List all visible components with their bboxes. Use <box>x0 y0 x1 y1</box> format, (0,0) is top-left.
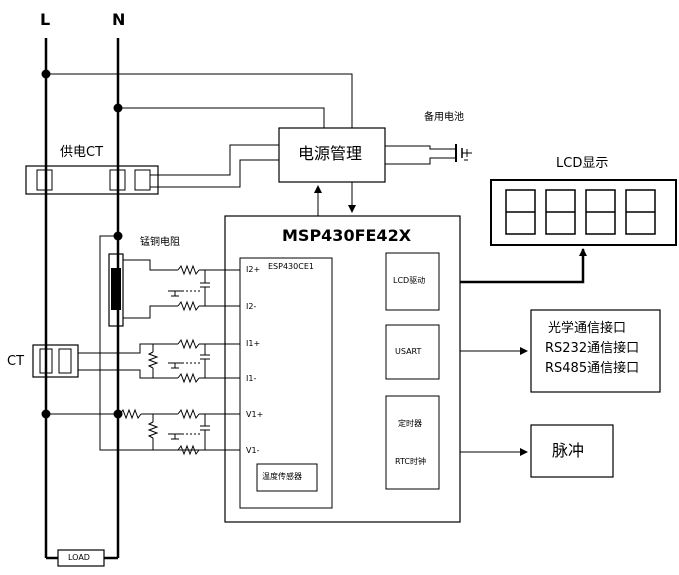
mcu-title: MSP430FE42X <box>282 226 412 245</box>
pin-v1n: V1- <box>246 446 260 455</box>
ct-label: CT <box>7 354 25 369</box>
battery-label: 备用电池 <box>424 112 464 123</box>
neutral-label: N <box>112 10 126 29</box>
timer-box <box>385 395 440 490</box>
esp-label: ESP430CE1 <box>268 262 314 271</box>
live-label: L <box>40 10 51 29</box>
lcd-display <box>490 179 677 246</box>
shunt-label: 锰铜电阻 <box>140 237 180 248</box>
current-ct <box>32 344 79 378</box>
usart-label: USART <box>395 347 422 356</box>
esp-box <box>239 257 333 509</box>
power-mgmt-box <box>278 127 386 183</box>
comm-rs232: RS232通信接口 <box>545 341 640 356</box>
lcd-title: LCD显示 <box>556 156 609 171</box>
supply-ct-label: 供电CT <box>60 145 104 160</box>
supply-ct <box>25 165 159 195</box>
temp-sensor-label: 温度传感器 <box>262 472 302 481</box>
usart-box <box>385 324 440 380</box>
comm-optical: 光学通信接口 <box>548 321 627 336</box>
mcu-box <box>224 215 461 523</box>
load-box <box>57 549 105 567</box>
pin-i1p: I1+ <box>246 339 261 348</box>
load-label: LOAD <box>68 553 90 562</box>
lcd-driver-box <box>385 252 440 311</box>
power-mgmt-label: 电源管理 <box>298 144 363 163</box>
rtc-label: RTC时钟 <box>395 457 426 466</box>
pulse-label: 脉冲 <box>552 441 585 460</box>
pin-i1n: I1- <box>246 374 257 383</box>
pin-i2n: I2- <box>246 302 257 311</box>
lcd-driver-label: LCD驱动 <box>393 276 426 285</box>
pin-i2p: I2+ <box>246 265 261 274</box>
pulse-box <box>530 424 614 478</box>
timer-label: 定时器 <box>398 419 422 428</box>
temp-sensor-box <box>256 463 318 492</box>
comm-rs485: RS485通信接口 <box>545 361 640 376</box>
shunt-resistor <box>108 253 124 327</box>
pin-v1p: V1+ <box>246 410 264 419</box>
comm-box <box>530 309 661 393</box>
